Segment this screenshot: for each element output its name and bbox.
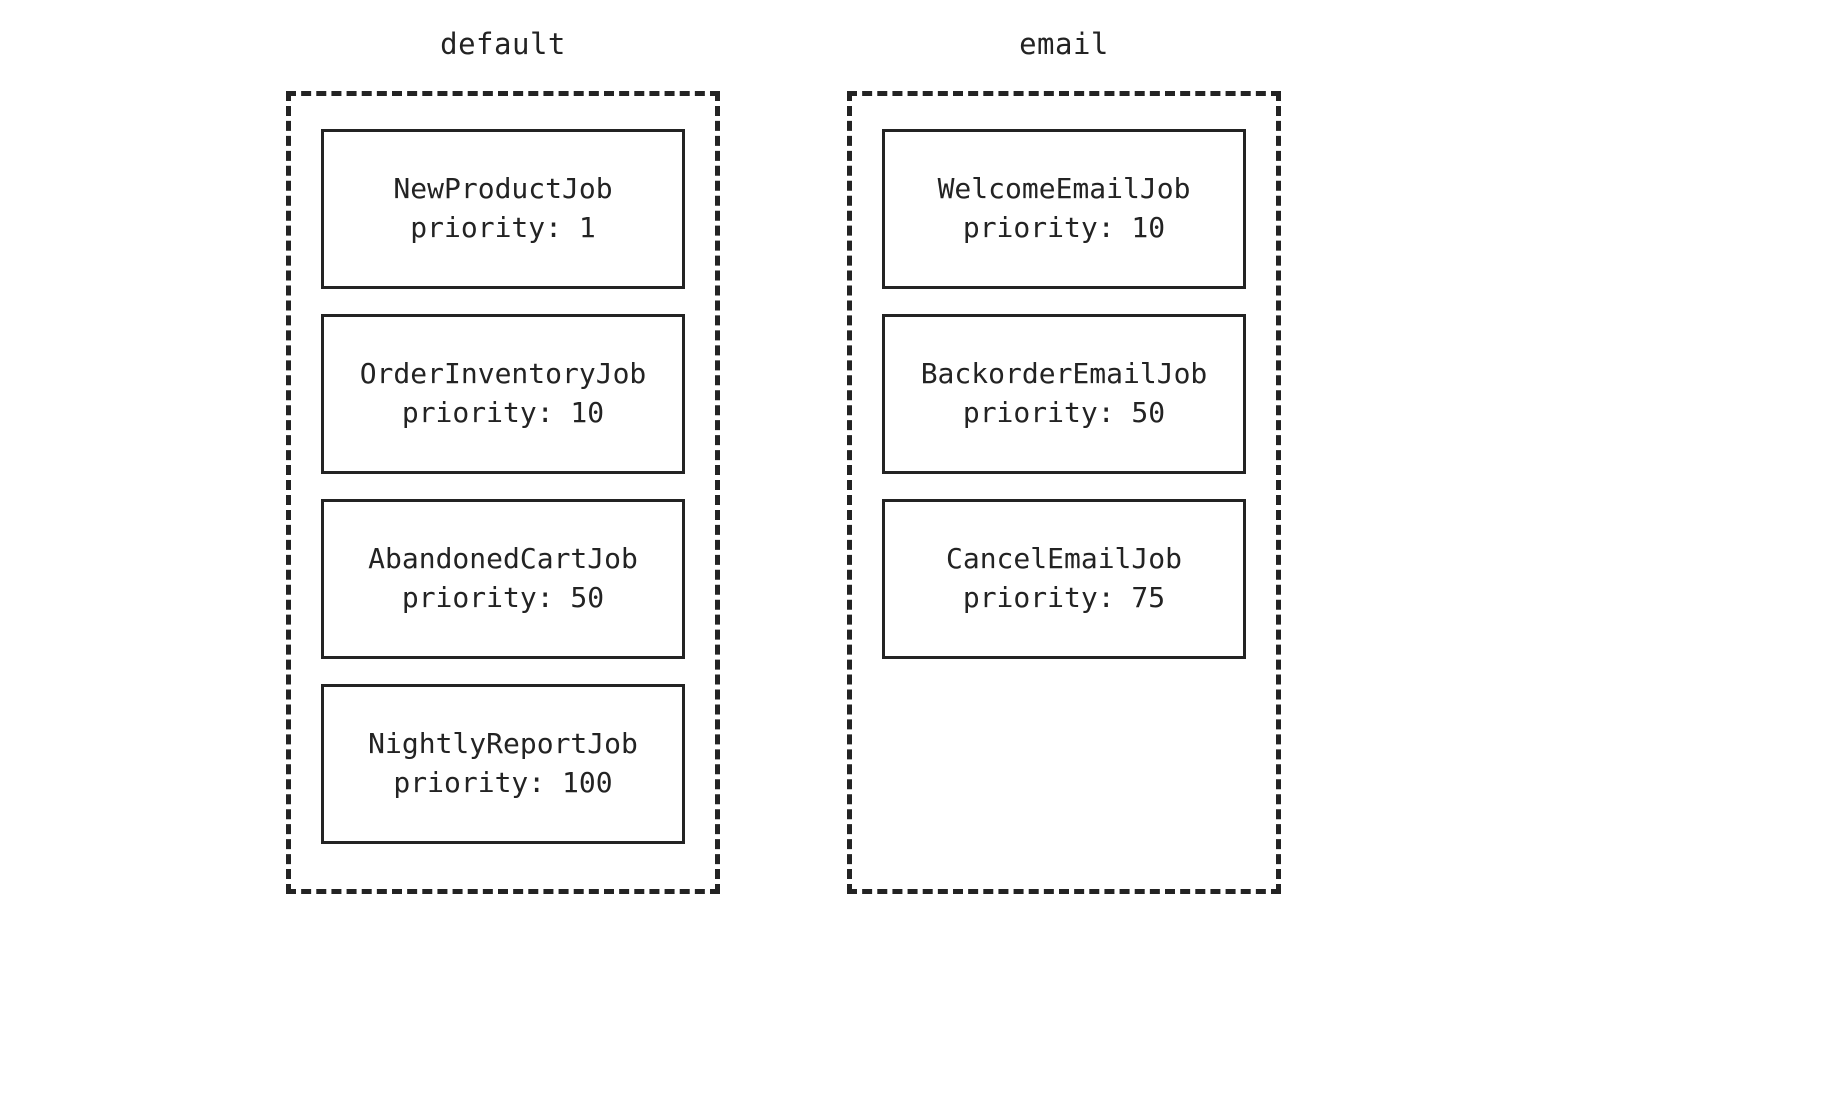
job-card[interactable]: WelcomeEmailJob priority: 10 — [882, 129, 1246, 289]
job-priority: priority: 10 — [401, 396, 605, 429]
job-name: CancelEmailJob — [945, 542, 1182, 576]
job-card[interactable]: CancelEmailJob priority: 75 — [882, 499, 1246, 659]
job-name: WelcomeEmailJob — [937, 172, 1191, 206]
queue-title-default: default — [440, 27, 566, 61]
queue-group-default: default NewProductJob priority: 1 OrderI… — [286, 30, 720, 894]
job-card[interactable]: AbandonedCartJob priority: 50 — [321, 499, 685, 659]
job-card[interactable]: NightlyReportJob priority: 100 — [321, 684, 685, 844]
queue-container-email: WelcomeEmailJob priority: 10 BackorderEm… — [847, 91, 1281, 894]
job-priority: priority: 50 — [401, 581, 605, 614]
job-priority: priority: 100 — [393, 766, 613, 799]
job-card[interactable]: BackorderEmailJob priority: 50 — [882, 314, 1246, 474]
job-name: NewProductJob — [393, 172, 613, 206]
queue-title-email: email — [1019, 27, 1109, 61]
job-name: AbandonedCartJob — [368, 542, 638, 576]
job-priority: priority: 10 — [962, 211, 1166, 244]
job-name: NightlyReportJob — [368, 727, 638, 761]
job-name: BackorderEmailJob — [920, 357, 1208, 391]
job-card[interactable]: OrderInventoryJob priority: 10 — [321, 314, 685, 474]
queue-container-default: NewProductJob priority: 1 OrderInventory… — [286, 91, 720, 894]
job-name: OrderInventoryJob — [359, 357, 647, 391]
job-priority: priority: 1 — [410, 211, 596, 244]
job-priority: priority: 75 — [962, 581, 1166, 614]
job-card[interactable]: NewProductJob priority: 1 — [321, 129, 685, 289]
queue-group-email: email WelcomeEmailJob priority: 10 Backo… — [847, 30, 1281, 894]
job-priority: priority: 50 — [962, 396, 1166, 429]
